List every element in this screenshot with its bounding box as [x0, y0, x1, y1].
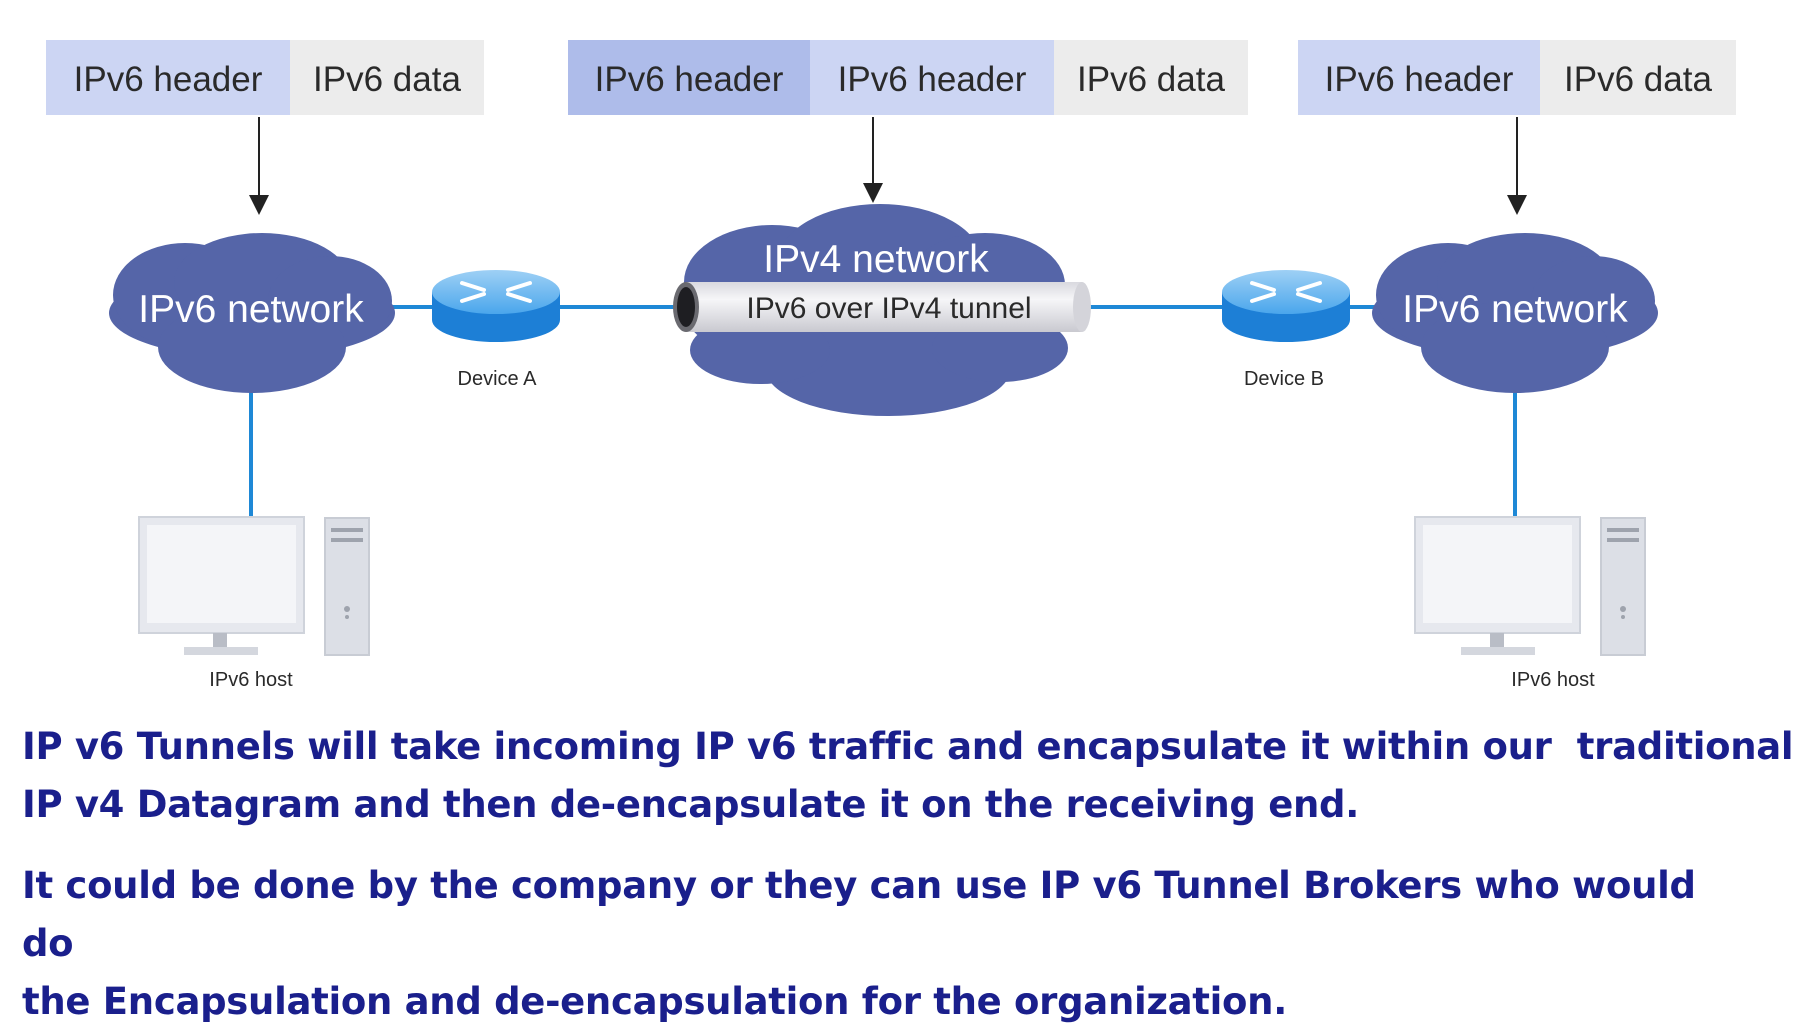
cloud-right-label: IPv6 network [1402, 288, 1628, 331]
host-right-label: IPv6 host [1511, 669, 1595, 691]
packet-right: IPv6 header IPv6 data [1298, 40, 1736, 115]
packet-right-data-box [1540, 40, 1736, 115]
tunnel-label: IPv6 over IPv4 tunnel [746, 292, 1031, 325]
packet-middle-data-box [1054, 40, 1248, 115]
packet-middle-data-label: IPv6 data [1077, 60, 1225, 99]
cloud-left-label: IPv6 network [138, 288, 364, 331]
caption-paragraph-2: It could be done by the company or they … [22, 857, 1742, 1031]
device-b-label: Device B [1244, 368, 1324, 390]
network-diagram: IPv6 header IPv6 data IPv6 header IPv6 h… [46, 40, 1736, 691]
device-a-label: Device A [458, 368, 538, 390]
packet-middle-outer-header-box [568, 40, 810, 115]
packet-left-header-label: IPv6 header [74, 60, 263, 99]
packet-middle: IPv6 header IPv6 header IPv6 data [568, 40, 1248, 115]
packet-right-header-label: IPv6 header [1325, 60, 1514, 99]
cloud-center-label: IPv4 network [763, 238, 989, 281]
host-left-label: IPv6 host [209, 669, 293, 691]
caption-line-4: the Encapsulation and de-encapsulation f… [22, 980, 1287, 1023]
router-b-icon [1222, 270, 1350, 342]
packet-left-data-label: IPv6 data [313, 60, 461, 99]
tunnel-tube [673, 282, 1091, 332]
cloud-right [1372, 233, 1658, 393]
host-right-computer-icon [1414, 516, 1646, 656]
packet-right-data-label: IPv6 data [1564, 60, 1712, 99]
packet-left-header-box [46, 40, 290, 115]
caption-line-1: IP v6 Tunnels will take incoming IP v6 t… [22, 725, 1793, 768]
packet-middle-inner-header-label: IPv6 header [838, 60, 1027, 99]
cloud-left [109, 233, 395, 393]
packet-middle-inner-header-box [810, 40, 1054, 115]
caption-paragraph-1: IP v6 Tunnels will take incoming IP v6 t… [22, 718, 1793, 834]
packet-left-data-box [290, 40, 484, 115]
caption-line-2: IP v4 Datagram and then de-encapsulate i… [22, 783, 1359, 826]
tunnel-opening-icon [677, 287, 695, 327]
packet-left: IPv6 header IPv6 data [46, 40, 484, 115]
host-left-computer-icon [138, 516, 370, 656]
packet-middle-outer-header-label: IPv6 header [595, 60, 784, 99]
caption-line-3: It could be done by the company or they … [22, 864, 1696, 965]
packet-right-header-box [1298, 40, 1540, 115]
router-a-icon [432, 270, 560, 342]
